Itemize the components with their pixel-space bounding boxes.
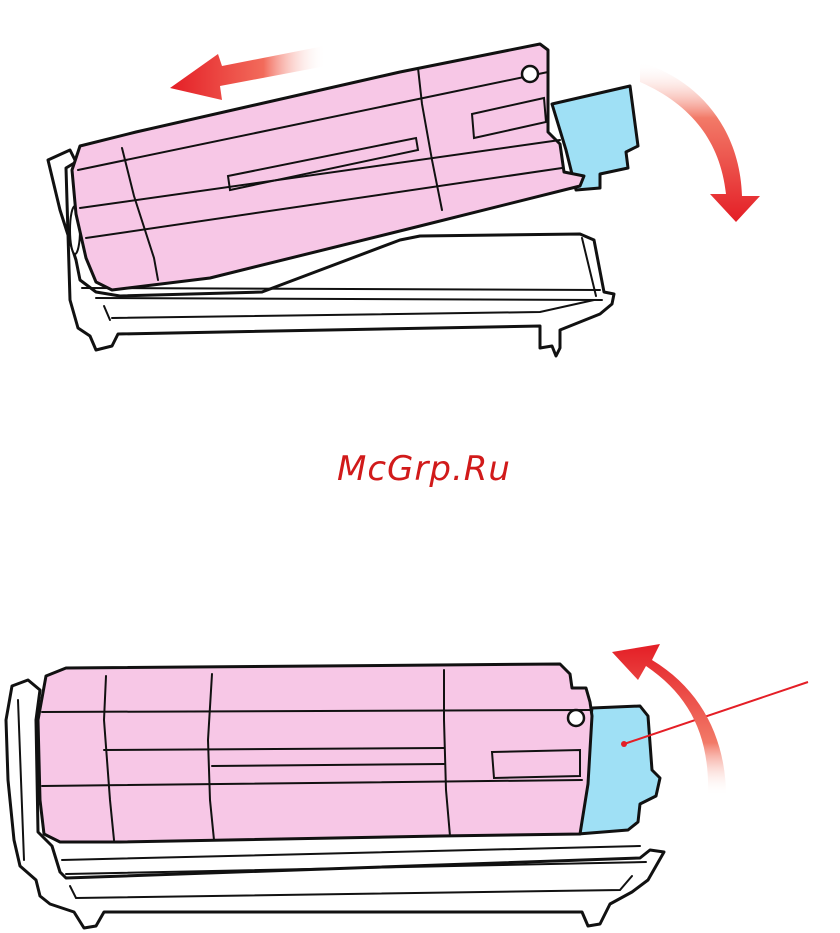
top-figure — [48, 44, 760, 356]
watermark-text: McGrp.Ru — [337, 449, 511, 489]
toner-cartridge-icon — [38, 664, 592, 842]
arrow-curve-down-icon — [640, 62, 760, 222]
bottom-figure — [6, 644, 808, 928]
arrow-left-icon — [170, 46, 326, 100]
